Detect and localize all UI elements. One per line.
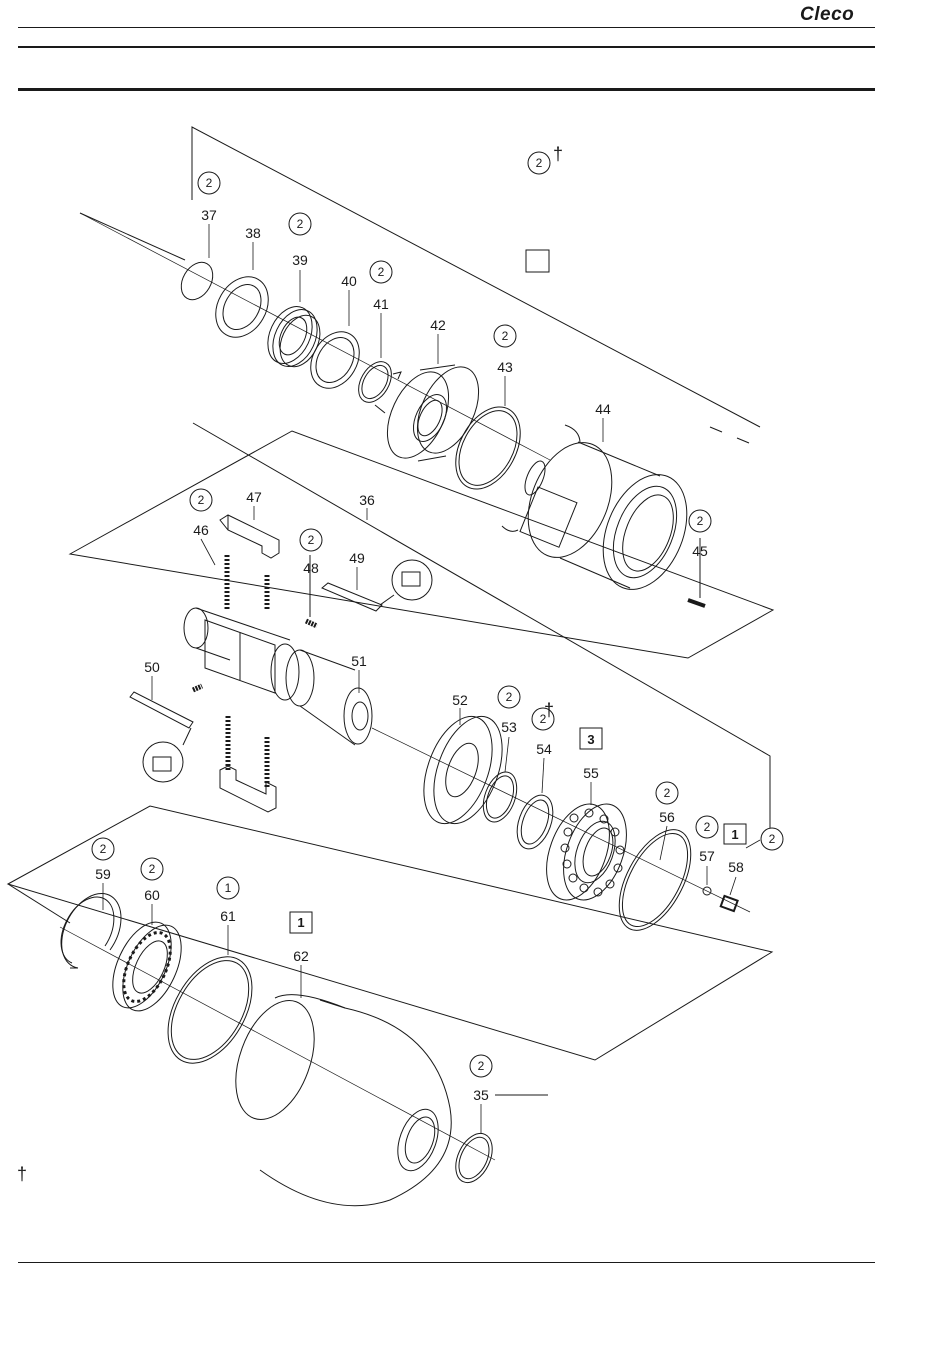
part-54-o-ring [510,790,559,854]
part-number-53: 53 [501,719,517,735]
part-number-50: 50 [144,659,160,675]
badge-53: 2 [506,690,513,704]
part-number-39: 39 [292,252,308,268]
part-lower-slide-springs [220,716,276,812]
part-47-slide [220,515,279,558]
part-53-o-ring [477,767,523,826]
part-43-o-ring [443,396,534,500]
part-55-bearing-race [535,795,639,908]
part-38-washer [205,267,279,346]
badge-60: 2 [149,862,156,876]
dagger-54: † [544,700,554,720]
legend: 2 † [526,144,563,272]
badge-46: 2 [198,493,205,507]
part-50-rod [130,686,202,782]
part-58-plug [721,896,738,911]
part-44-ring-gear-housing [502,425,703,602]
callout-leaders [103,224,760,1134]
part-37-retaining-ring [175,257,219,306]
part-number-45: 45 [692,543,708,559]
box-55: 3 [587,732,594,747]
legend-badge-text: 2 [536,156,543,170]
part-number-59: 59 [95,866,111,882]
part-number-44: 44 [595,401,611,417]
legend-box [526,250,549,272]
box-58: 1 [731,827,738,842]
badge-56: 2 [664,786,671,800]
part-number-46: 46 [193,522,209,538]
part-number-60: 60 [144,887,160,903]
badge-35: 2 [478,1059,485,1073]
badge-43: 2 [502,329,509,343]
part-62-gear-case [221,990,451,1206]
badge-61: 1 [225,881,232,895]
part-number-61: 61 [220,908,236,924]
part-52-washer [411,707,516,833]
part-number-52: 52 [452,692,468,708]
part-number-56: 56 [659,809,675,825]
part-number-43: 43 [497,359,513,375]
badge-39: 2 [297,217,304,231]
part-number-38: 38 [245,225,261,241]
part-number-54: 54 [536,741,552,757]
part-number-40: 40 [341,273,357,289]
axis-lines [60,213,750,1160]
part-60-roller-bearing [101,913,193,1020]
part-56-o-ring [604,818,705,941]
part-42-bearing-housing [375,357,491,467]
badge-58-side: 2 [769,832,776,846]
part-49-rod [322,560,432,611]
badge-57: 2 [704,820,711,834]
footnote-dagger: † [17,1164,27,1184]
part-number-55: 55 [583,765,599,781]
part-number-58: 58 [728,859,744,875]
box-62: 1 [297,915,304,930]
badge-41: 2 [378,265,385,279]
part-number-51: 51 [351,653,367,669]
badge-59: 2 [100,842,107,856]
part-number-57: 57 [699,848,715,864]
legend-dagger: † [553,144,563,164]
part-number-48: 48 [303,560,319,576]
part-number-37: 37 [201,207,217,223]
part-39-wave-spring [259,299,328,373]
badge-48: 2 [308,533,315,547]
part-number-62: 62 [293,948,309,964]
badge-37: 2 [206,176,213,190]
part-41-o-ring [352,356,398,408]
part-46-springs [227,555,267,610]
part-number-36: 36 [359,492,375,508]
badge-45: 2 [697,514,704,528]
part-number-47: 47 [246,489,262,505]
part-number-35: 35 [473,1087,489,1103]
part-number-41: 41 [373,296,389,312]
part-59-snap-ring [61,894,121,968]
part-51-spindle [184,608,372,745]
part-number-49: 49 [349,550,365,566]
part-number-42: 42 [430,317,446,333]
callout-labels: 2 37 38 2 39 40 2 41 42 2 43 44 2 45 36 … [17,176,776,1184]
callout-badges [92,172,783,1077]
